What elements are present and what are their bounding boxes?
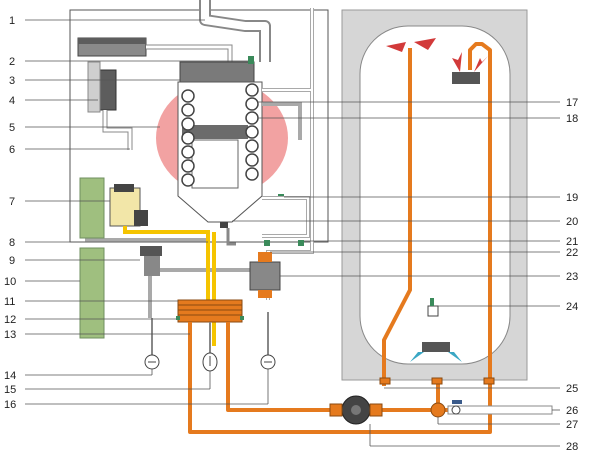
callout-10: 10 (4, 276, 16, 288)
diverter-valve-motor (140, 246, 162, 256)
right-leaders (232, 101, 560, 447)
callout-17: 17 (566, 97, 578, 109)
control-board-lower (79, 247, 105, 339)
cold-arrow-left (410, 352, 424, 362)
fitting-left (379, 377, 391, 385)
tank-sensor-pin (430, 298, 434, 306)
callout-25: 25 (566, 383, 578, 395)
callout-21: 21 (566, 236, 578, 248)
air-duct (146, 44, 233, 62)
burner (182, 125, 248, 139)
control-board-upper (79, 177, 105, 239)
tank-inner (359, 25, 511, 365)
overheat-thermostat (248, 56, 254, 64)
callout-11: 11 (4, 296, 15, 308)
callout-18: 18 (566, 113, 578, 125)
fitting-mid (431, 377, 443, 385)
left-leaders (25, 19, 269, 405)
ignition-tube (226, 228, 236, 246)
pressure-tube-inner (103, 110, 132, 150)
callout-5: 5 (9, 122, 15, 134)
cold-arrow-right (448, 352, 462, 362)
gas-pipe (123, 226, 210, 320)
diverter-valve-body (144, 256, 160, 276)
callout-4: 4 (9, 95, 15, 107)
coil-left (181, 89, 195, 187)
callout-15: 15 (4, 384, 16, 396)
callout-3: 3 (9, 75, 15, 87)
heat-exchanger (179, 61, 255, 83)
callout-28: 28 (566, 441, 578, 453)
callout-22: 22 (566, 247, 578, 259)
gas-valve-top (114, 184, 134, 192)
three-way-valve (249, 261, 281, 291)
callout-20: 20 (566, 216, 578, 228)
burner-body (191, 139, 239, 189)
dhw-sensor-left (176, 316, 180, 320)
callout-16: 16 (4, 399, 16, 411)
air-pressure-switch (97, 69, 117, 111)
callout-9: 9 (9, 255, 15, 267)
callout-12: 12 (4, 314, 16, 326)
check-valve (430, 402, 446, 418)
heat-arrow-left (452, 52, 462, 72)
pressure-sensor (298, 240, 304, 246)
dhw-sensor-right (240, 316, 244, 320)
callout-8: 8 (9, 237, 15, 249)
heat-arrow-right (474, 56, 488, 72)
three-way-valve-bottom (258, 290, 272, 298)
ignition-electrode (220, 222, 228, 228)
three-way-valve-top (258, 252, 272, 262)
tank-heater (452, 72, 480, 84)
callout-6: 6 (9, 144, 15, 156)
pump-flange-left (329, 403, 343, 417)
callout-2: 2 (9, 56, 15, 68)
cold-diffuser (422, 342, 450, 352)
callout-19: 19 (566, 192, 578, 204)
gauges (144, 312, 276, 372)
fan-top (78, 38, 146, 44)
pump-flange-right (369, 403, 383, 417)
callout-13: 13 (4, 329, 16, 341)
drain-valve-handle (452, 400, 462, 404)
outlet-arrow-right (414, 38, 436, 50)
cold-inlet-pipe (447, 405, 553, 415)
callout-27: 27 (566, 419, 578, 431)
return-sensor (264, 240, 270, 246)
plate-heat-exchanger (177, 299, 243, 323)
callout-14: 14 (4, 370, 16, 382)
callout-24: 24 (566, 301, 578, 313)
tank-sensor (427, 305, 439, 317)
fitting-right (483, 377, 495, 385)
air-pressure-switch-side (87, 61, 101, 113)
left-callouts: 1 2 3 4 5 6 7 8 9 10 11 12 13 14 15 16 (4, 15, 16, 411)
outlet-arrow-left (386, 42, 406, 52)
air-duct-inner (146, 45, 232, 62)
drain-valve (451, 405, 461, 415)
pump-hub (351, 405, 361, 415)
callout-7: 7 (9, 196, 15, 208)
callout-1: 1 (9, 15, 15, 27)
callout-26: 26 (566, 405, 578, 417)
flue-pipe (199, 0, 271, 62)
gas-valve-coil (134, 210, 148, 226)
right-callouts: 17 18 19 20 21 22 23 24 25 26 27 28 (566, 97, 578, 453)
coil-right (245, 83, 259, 181)
flue-inner (201, 0, 269, 62)
callout-23: 23 (566, 271, 578, 283)
